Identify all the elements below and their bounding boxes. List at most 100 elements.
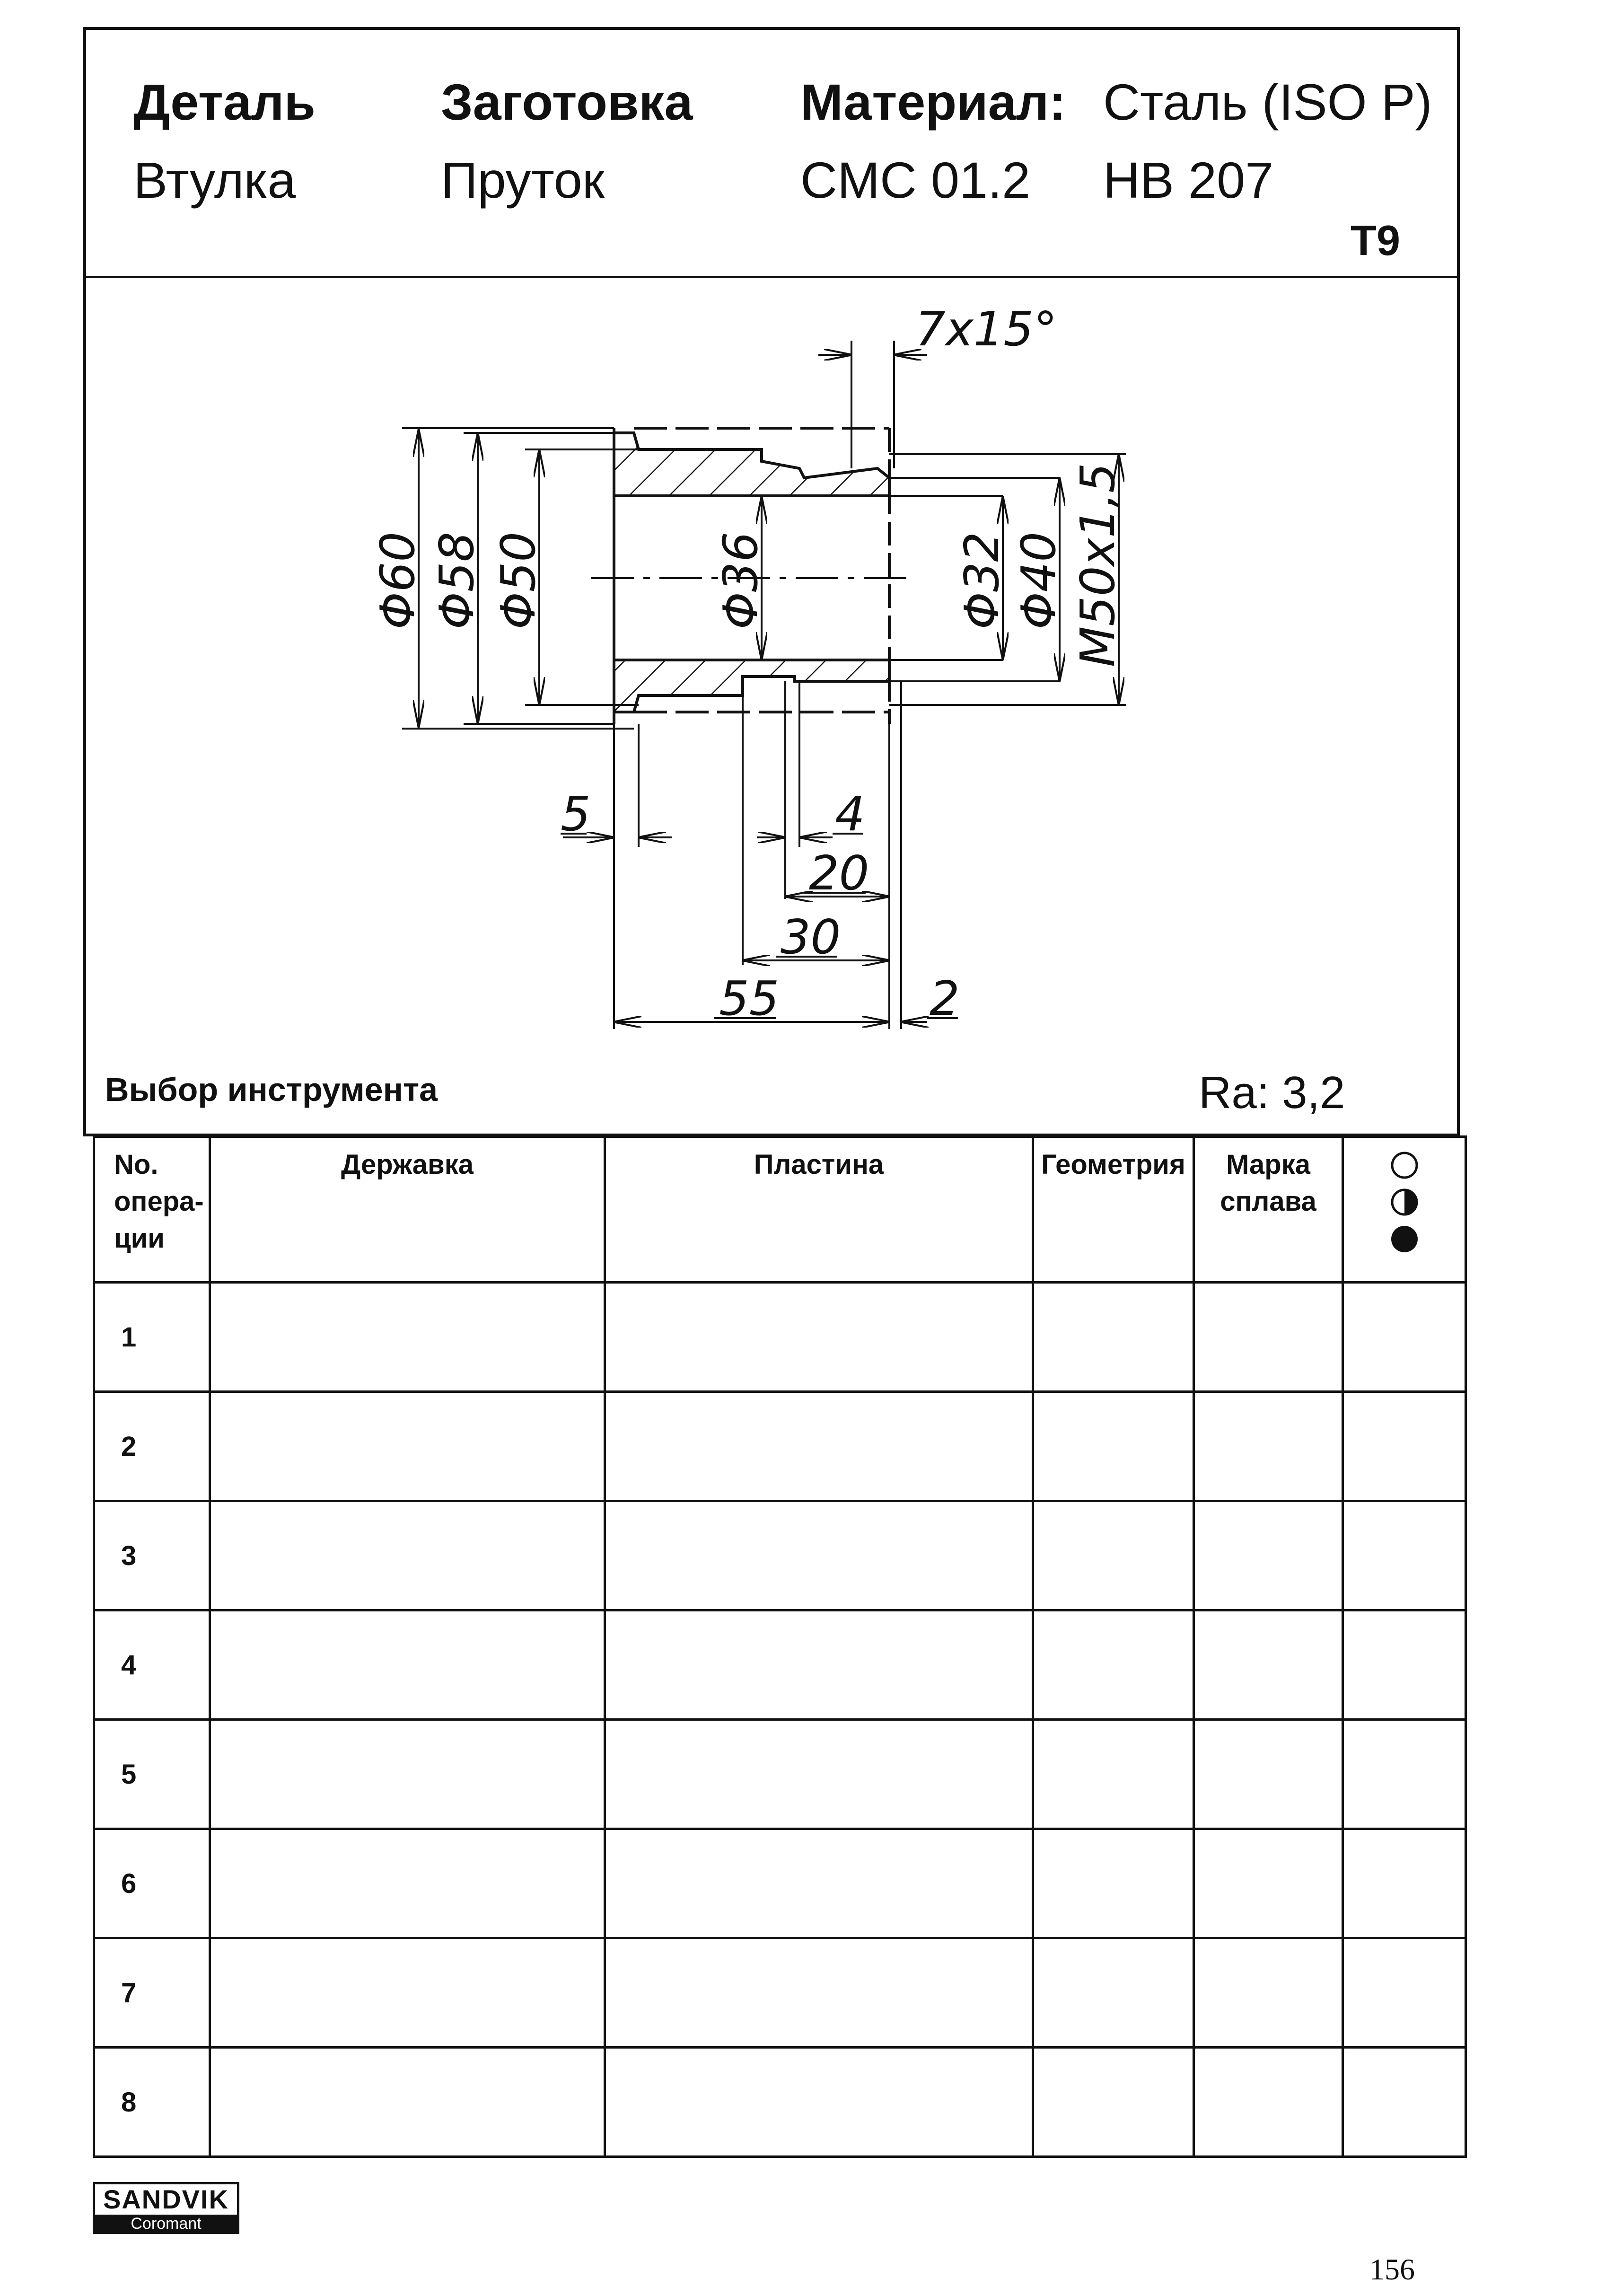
op-number: 1 <box>93 1281 211 1393</box>
table-row: 2 <box>93 1390 1467 1502</box>
grade-cell[interactable] <box>1193 1609 1344 1721</box>
page-number: 156 <box>1369 2252 1415 2286</box>
col-op-number-line2: опера- <box>114 1186 204 1217</box>
blank-value: Пруток <box>441 151 605 209</box>
logo-subbrand: Coromant <box>95 2215 237 2233</box>
geometry-cell[interactable] <box>1032 1718 1195 1830</box>
table-header-row: No. опера- ции Державка Пластина Геометр… <box>93 1135 1467 1284</box>
geometry-cell[interactable] <box>1032 1828 1195 1939</box>
insert-cell[interactable] <box>604 2046 1034 2158</box>
col-machining-conditions <box>1342 1135 1467 1284</box>
holder-cell[interactable] <box>209 1390 606 1502</box>
op-number: 5 <box>93 1718 211 1830</box>
tool-table: No. опера- ции Державка Пластина Геометр… <box>93 1135 1467 2158</box>
dim-20-label: 20 <box>809 845 869 901</box>
dim-d40-label: Φ40 <box>1011 532 1066 629</box>
dim-d60-label: Φ60 <box>370 532 425 629</box>
col-holder: Державка <box>209 1135 606 1284</box>
insert-cell[interactable] <box>604 1609 1034 1721</box>
grade-cell[interactable] <box>1193 1718 1344 1830</box>
condition-cell[interactable] <box>1342 1390 1467 1502</box>
col-op-number-line3: ции <box>114 1223 165 1254</box>
condition-cell[interactable] <box>1342 1828 1467 1939</box>
logo-brand: SANDVIK <box>103 2184 229 2214</box>
col-geometry: Геометрия <box>1032 1135 1195 1284</box>
grade-cell[interactable] <box>1193 1281 1344 1393</box>
dimension-lines <box>419 355 1119 1022</box>
filled-circle-icon <box>1391 1226 1418 1252</box>
table-row: 4 <box>93 1609 1467 1721</box>
op-number: 8 <box>93 2046 211 2158</box>
holder-cell[interactable] <box>209 1500 606 1611</box>
dim-30-label: 30 <box>781 909 841 965</box>
col-grade-line1: Марка <box>1226 1149 1310 1180</box>
table-row: 3 <box>93 1500 1467 1611</box>
part-section <box>613 427 891 724</box>
insert-cell[interactable] <box>604 1937 1034 2049</box>
dim-d36-label: Φ36 <box>713 532 768 629</box>
col-insert: Пластина <box>604 1135 1034 1284</box>
condition-cell[interactable] <box>1342 1609 1467 1721</box>
insert-cell[interactable] <box>604 1390 1034 1502</box>
dim-chamfer-label: 7x15° <box>915 301 1057 357</box>
geometry-cell[interactable] <box>1032 1609 1195 1721</box>
table-row: 1 <box>93 1281 1467 1393</box>
cmc-code: CMC 01.2 <box>800 151 1031 209</box>
material-value: Сталь (ISO P) <box>1103 73 1432 131</box>
insert-cell[interactable] <box>604 1718 1034 1830</box>
card-code: T9 <box>1350 217 1400 264</box>
col-op-number: No. опера- ции <box>93 1135 211 1284</box>
geometry-cell[interactable] <box>1032 1500 1195 1611</box>
part-drawing: 7x15° Φ60 Φ58 Φ50 Φ36 Φ32 Φ40 M50x1,5 5 … <box>370 301 1126 1029</box>
grade-cell[interactable] <box>1193 1828 1344 1939</box>
condition-cell[interactable] <box>1342 1718 1467 1830</box>
insert-cell[interactable] <box>604 1828 1034 1939</box>
dim-thread-label: M50x1,5 <box>1070 463 1125 667</box>
dim-d58-label: Φ58 <box>429 532 484 629</box>
dim-2-label: 2 <box>930 971 960 1026</box>
geometry-cell[interactable] <box>1032 1281 1195 1393</box>
holder-cell[interactable] <box>209 1937 606 2049</box>
sandvik-logo: SANDVIK Coromant <box>93 2182 239 2234</box>
col-op-number-line1: No. <box>114 1149 158 1180</box>
grade-cell[interactable] <box>1193 1937 1344 2049</box>
tool-selection-title: Выбор инструмента <box>105 1071 438 1108</box>
part-value: Втулка <box>133 151 296 209</box>
condition-cell[interactable] <box>1342 1937 1467 2049</box>
holder-cell[interactable] <box>209 1281 606 1393</box>
condition-cell[interactable] <box>1342 1500 1467 1611</box>
condition-cell[interactable] <box>1342 2046 1467 2158</box>
roughness-value: Ra: 3,2 <box>1199 1067 1345 1118</box>
half-circle-icon <box>1391 1188 1418 1216</box>
geometry-cell[interactable] <box>1032 1937 1195 2049</box>
op-number: 6 <box>93 1828 211 1939</box>
col-grade-line2: сплава <box>1220 1186 1316 1217</box>
dim-55-label: 55 <box>719 971 779 1026</box>
dim-d50-label: Φ50 <box>491 532 546 629</box>
holder-cell[interactable] <box>209 1718 606 1830</box>
holder-cell[interactable] <box>209 2046 606 2158</box>
grade-cell[interactable] <box>1193 1390 1344 1502</box>
header-frame: Деталь Втулка Заготовка Пруток Материал:… <box>83 27 1460 1136</box>
holder-cell[interactable] <box>209 1609 606 1721</box>
dim-d32-label: Φ32 <box>954 532 1009 629</box>
extension-lines <box>402 341 1126 1029</box>
header-divider <box>86 276 1457 278</box>
insert-cell[interactable] <box>604 1500 1034 1611</box>
grade-cell[interactable] <box>1193 2046 1344 2158</box>
op-number: 7 <box>93 1937 211 2049</box>
grade-cell[interactable] <box>1193 1500 1344 1611</box>
part-label: Деталь <box>133 73 316 131</box>
upper-wall-section <box>613 431 891 497</box>
op-number: 4 <box>93 1609 211 1721</box>
geometry-cell[interactable] <box>1032 2046 1195 2158</box>
holder-cell[interactable] <box>209 1828 606 1939</box>
condition-cell[interactable] <box>1342 1281 1467 1393</box>
op-number: 3 <box>93 1500 211 1611</box>
insert-cell[interactable] <box>604 1281 1034 1393</box>
dim-4-label: 4 <box>835 786 865 842</box>
table-row: 6 <box>93 1828 1467 1939</box>
empty-circle-icon <box>1391 1152 1418 1179</box>
geometry-cell[interactable] <box>1032 1390 1195 1502</box>
table-row: 5 <box>93 1718 1467 1830</box>
